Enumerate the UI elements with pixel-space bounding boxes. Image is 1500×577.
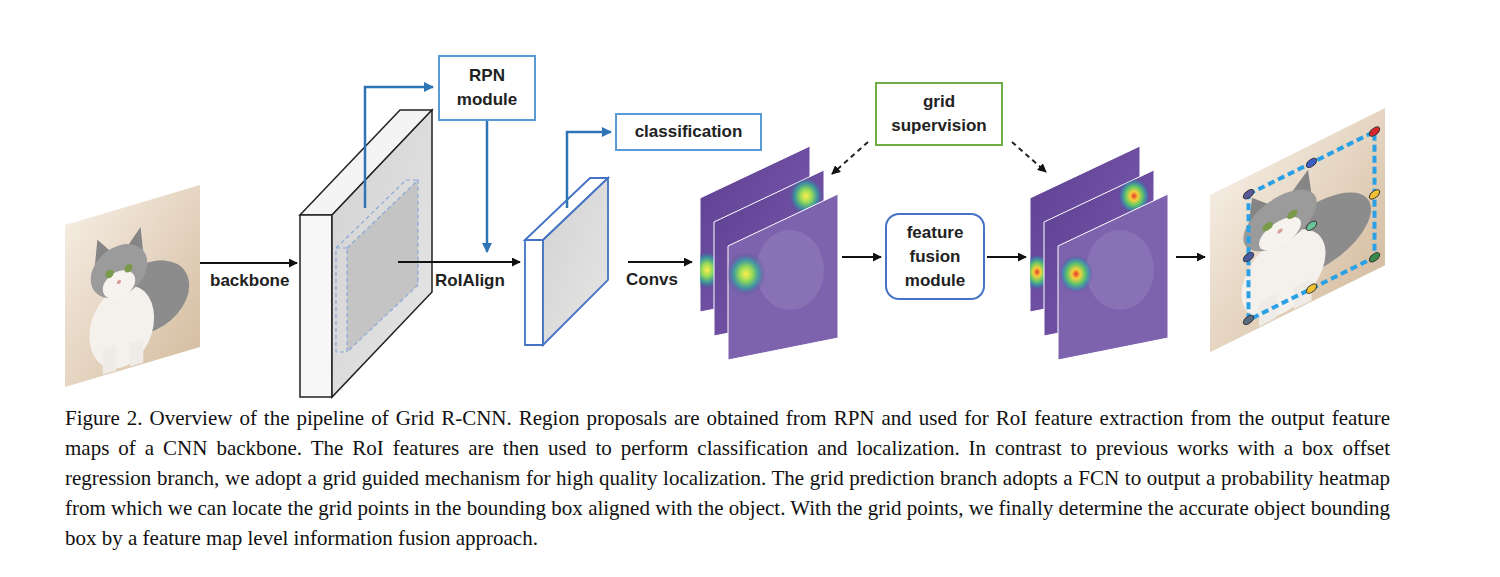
output-photo [1210, 108, 1385, 352]
heatmap-spot [1059, 255, 1093, 293]
heatmap-panel [1058, 194, 1168, 360]
heatmap-shadow [756, 230, 824, 310]
roi-region [347, 180, 418, 352]
arrow-label: backbone [210, 271, 289, 291]
grid-point [1369, 125, 1380, 138]
flow-arrow [987, 256, 1026, 258]
grid-point [1243, 188, 1254, 201]
node-label: feature fusion module [891, 221, 979, 293]
flow-arrow [1176, 256, 1205, 258]
grid-point [1306, 219, 1317, 232]
input-image [65, 185, 200, 387]
node-label: classification [635, 120, 743, 144]
arrow-label: RoIAlign [435, 271, 505, 291]
module-box: RPN module [438, 55, 536, 121]
module-box: classification [615, 113, 762, 151]
arrow-label: Convs [626, 270, 678, 290]
node-label: RPN module [444, 64, 530, 112]
grid-point [1369, 251, 1380, 264]
heatmap-shadow [1086, 230, 1154, 310]
module-box: feature fusion module [885, 213, 985, 300]
feature-slab-side [332, 110, 432, 397]
output-image [1210, 108, 1385, 352]
module-box: grid supervision [875, 82, 1003, 146]
supervision-arrow [1012, 142, 1046, 172]
grid-point [1243, 313, 1254, 326]
grid-point [1306, 282, 1317, 295]
heatmap-spot [726, 252, 766, 296]
rpn-arrow [365, 87, 433, 208]
roi-feature-front [525, 240, 543, 345]
roi-region-edge [406, 179, 418, 180]
grid-point [1369, 188, 1380, 201]
flow-arrow [628, 261, 692, 263]
flow-arrow [398, 261, 520, 263]
feature-slab-front [300, 215, 332, 397]
roi-region-edge [336, 180, 406, 248]
rpn-arrow [486, 121, 489, 252]
grid-point [1306, 156, 1317, 169]
flow-arrow [200, 262, 297, 264]
figure-caption: Figure 2. Overview of the pipeline of Gr… [65, 403, 1390, 553]
grid-point [1243, 251, 1254, 264]
grid-box [1249, 132, 1375, 320]
node-label: grid supervision [881, 90, 997, 138]
flow-arrow [842, 256, 881, 258]
roi-region-edge [336, 248, 347, 352]
cls-arrow [567, 132, 611, 208]
roi-feature-side [543, 178, 608, 345]
supervision-arrow [832, 142, 868, 174]
